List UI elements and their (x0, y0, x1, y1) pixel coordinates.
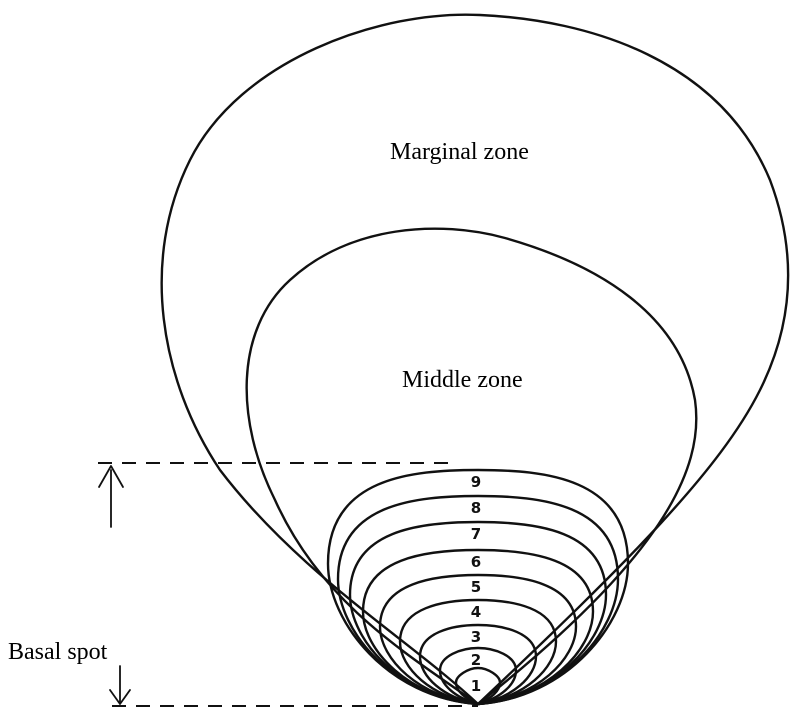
growth-ring-9 (326, 468, 630, 706)
growth-ring-2 (438, 646, 518, 706)
growth-ring-7 (348, 520, 608, 706)
growth-ring-3 (418, 623, 538, 706)
ring-number: 9 (471, 473, 481, 491)
up-arrow-icon (98, 465, 124, 528)
marginal-zone-label: Marginal zone (390, 139, 529, 165)
middle-zone-outline (245, 227, 698, 706)
ring-number: 4 (471, 603, 481, 621)
ring-number: 5 (471, 578, 481, 596)
down-arrow-icon (109, 665, 131, 705)
growth-ring-4 (398, 598, 558, 706)
ring-number: 2 (471, 651, 481, 669)
growth-ring-8 (336, 494, 620, 706)
growth-rings: 1 2 3 4 5 6 7 8 9 (326, 468, 630, 706)
ring-number: 1 (471, 677, 481, 695)
marginal-zone-outline (160, 13, 790, 706)
basal-spot-label: Basal spot (8, 639, 108, 665)
growth-ring-5 (378, 573, 578, 706)
middle-zone-label: Middle zone (402, 367, 523, 393)
growth-ring-1 (454, 666, 502, 706)
ring-number: 3 (471, 628, 481, 646)
ring-number: 6 (471, 553, 481, 571)
growth-ring-6 (361, 548, 595, 706)
ring-number: 8 (471, 499, 481, 517)
ring-number: 7 (471, 525, 481, 543)
